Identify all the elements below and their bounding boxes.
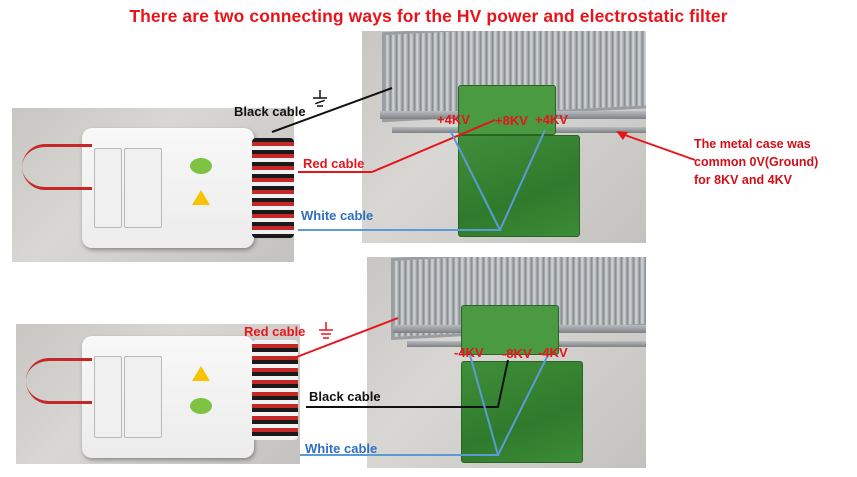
warning-triangle-icon [192,190,210,205]
bottom-red-cable-label: Red cable [244,324,306,339]
ground-note-line-3: for 8KV and 4KV [694,173,792,187]
ground-symbol-icon [319,322,333,339]
bottom-output-cables [252,340,298,440]
bottom-psu-spec-label-2 [124,356,162,438]
top-white-cable-label: White cable [301,208,374,223]
top-red-line-up [371,119,496,173]
ground-note-line-2: common 0V(Ground) [694,155,819,169]
top-psu-housing [82,128,254,248]
bottom-voltage-mid: -8KV [502,346,532,361]
top-voltage-right: +4KV [535,112,568,127]
top-psu-logo [190,158,212,174]
top-psu-spec-label [94,148,122,228]
top-psu-photo [12,108,294,262]
bottom-red-line [293,317,399,359]
ground-note-arrow [621,133,696,161]
bottom-psu-input-wires [26,358,92,404]
top-black-line [271,87,393,133]
top-blue-line-right [499,129,546,231]
bottom-voltage-right: -4KV [538,345,568,360]
bottom-psu-spec-label [94,356,122,438]
bottom-voltage-left: -4KV [454,345,484,360]
top-output-cables [252,138,294,238]
bottom-black-line [306,359,509,408]
top-black-cable-label: Black cable [234,104,306,119]
top-psu-spec-label-2 [124,148,162,228]
top-voltage-mid: +8KV [495,113,528,128]
top-voltage-left: +4KV [437,112,470,127]
bottom-connector-board [461,305,559,355]
ground-note-arrowhead [616,131,628,140]
ground-symbol-icon [313,90,327,107]
bottom-psu-housing [82,336,254,458]
bottom-psu-logo [190,398,212,414]
top-red-cable-label: Red cable [303,156,365,171]
bottom-blue-line-right [497,354,549,456]
ground-note: The metal case was common 0V(Ground) for… [694,135,844,189]
bottom-psu-photo [16,324,300,464]
top-connector-board [458,85,556,135]
page-title: There are two connecting ways for the HV… [129,6,728,26]
bottom-lower-board [461,361,583,463]
bottom-black-cable-label: Black cable [309,389,381,404]
warning-triangle-icon [192,366,210,381]
top-psu-input-wires [22,144,92,190]
bottom-blue-line [300,354,500,456]
ground-note-line-1: The metal case was [694,137,811,151]
top-filter-photo [362,31,646,243]
bottom-white-cable-label: White cable [305,441,378,456]
